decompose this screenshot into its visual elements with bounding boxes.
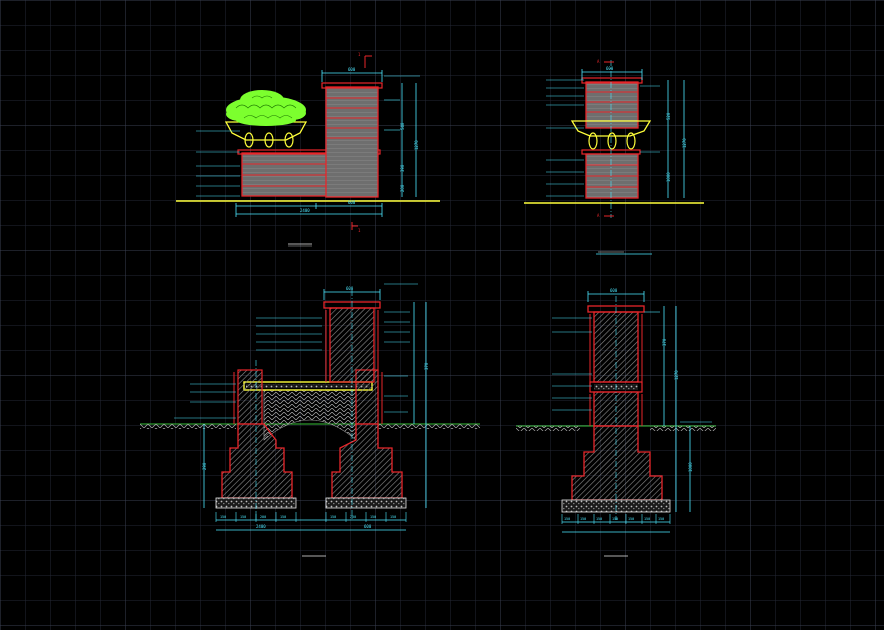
svg-text:370: 370 (662, 338, 667, 346)
section-dim-total: 2400 (256, 524, 266, 529)
svg-text:1270: 1270 (674, 370, 679, 380)
side-pillar-cap (581, 77, 643, 84)
side-section-mark-top: A (597, 59, 600, 64)
svg-text:150: 150 (596, 517, 602, 521)
plant-foliage-texture (235, 95, 297, 119)
svg-text:150: 150 (644, 517, 650, 521)
section-a-dimension-lines (562, 291, 691, 533)
section-leaders (174, 283, 418, 419)
planter-legs (244, 132, 294, 148)
side-upper-pillar (585, 81, 639, 129)
tall-pillar-cap (321, 82, 383, 89)
section-dimension-texts: 600 2400 600 370 290 (202, 286, 429, 529)
section-left-wall (237, 369, 263, 425)
svg-text:600: 600 (610, 288, 618, 293)
svg-text:200: 200 (260, 515, 266, 519)
dim-pillar-base: 600 (348, 200, 356, 205)
section-a-a-view[interactable]: 600 370 1270 1000 150 150 150 150 150 15… (516, 288, 716, 557)
svg-text:150: 150 (658, 517, 664, 521)
tall-pillar (325, 86, 379, 198)
svg-text:150: 150 (240, 515, 246, 519)
side-section-marks (604, 61, 614, 217)
svg-text:200: 200 (350, 515, 356, 519)
svg-text:150: 150 (564, 517, 570, 521)
section-a-dimension-texts: 600 370 1270 1000 (610, 288, 693, 472)
section-centerlines (255, 290, 353, 520)
tall-pillar-courses (326, 97, 378, 139)
section-a-foot-dims: 150 150 150 150 150 150 150 (564, 517, 664, 521)
section-1-1-view[interactable]: 600 2400 600 370 290 150 150 200 150 150… (140, 283, 480, 557)
side-planter-legs (588, 132, 636, 150)
dim-base-height: 200 (400, 184, 405, 192)
side-dim-width: 600 (606, 66, 614, 71)
side-elevation-view[interactable]: 600 520 1270 1000 A A (524, 59, 704, 255)
section-dimension-lines (203, 289, 427, 531)
section-mark-bottom: 1 (358, 228, 361, 233)
svg-text:150: 150 (612, 517, 618, 521)
section-dim-pillar: 600 (346, 286, 354, 291)
planter-bowl (224, 121, 308, 141)
dim-pillar-width: 600 (348, 67, 356, 72)
side-dim-lower: 1000 (666, 172, 671, 182)
side-dim-total: 1270 (682, 138, 687, 148)
svg-text:150: 150 (220, 515, 226, 519)
front-leaders (196, 75, 420, 197)
side-planter-bowl (570, 120, 652, 137)
side-dimension-texts: 600 520 1270 1000 (606, 66, 687, 182)
svg-text:150: 150 (390, 515, 396, 519)
section-a-leaders (552, 311, 712, 423)
side-section-mark-bottom: A (597, 213, 600, 218)
front-dimension-lines (235, 70, 417, 217)
svg-text:150: 150 (280, 515, 286, 519)
section-dim-height: 370 (424, 362, 429, 370)
svg-text:150: 150 (370, 515, 376, 519)
svg-text:1000: 1000 (688, 462, 693, 472)
dim-wall-height: 390 (400, 164, 405, 172)
section-foot-dims: 150 150 200 150 150 200 150 150 (220, 515, 396, 519)
svg-text:150: 150 (628, 517, 634, 521)
right-gravel-base (325, 497, 407, 509)
plant-foliage (226, 90, 306, 126)
side-leaders (546, 79, 660, 197)
svg-text:150: 150 (330, 515, 336, 519)
section-dim-depth: 290 (202, 462, 207, 470)
dim-total-length: 2400 (300, 208, 310, 213)
dim-total-height: 1270 (414, 140, 419, 150)
svg-text:150: 150 (580, 517, 586, 521)
dim-pillar-height: 540 (400, 122, 405, 130)
section-dim-right: 600 (364, 524, 372, 529)
side-dim-upper: 520 (666, 112, 671, 120)
front-section-marks (351, 55, 372, 230)
section-mark-top: 1 (358, 52, 361, 57)
left-footing (221, 423, 293, 499)
side-dimension-lines (581, 69, 685, 198)
front-dimension-texts: 600 540 390 200 1270 2400 600 (300, 67, 419, 213)
front-elevation-view[interactable]: 600 540 390 200 1270 2400 600 (176, 52, 440, 247)
